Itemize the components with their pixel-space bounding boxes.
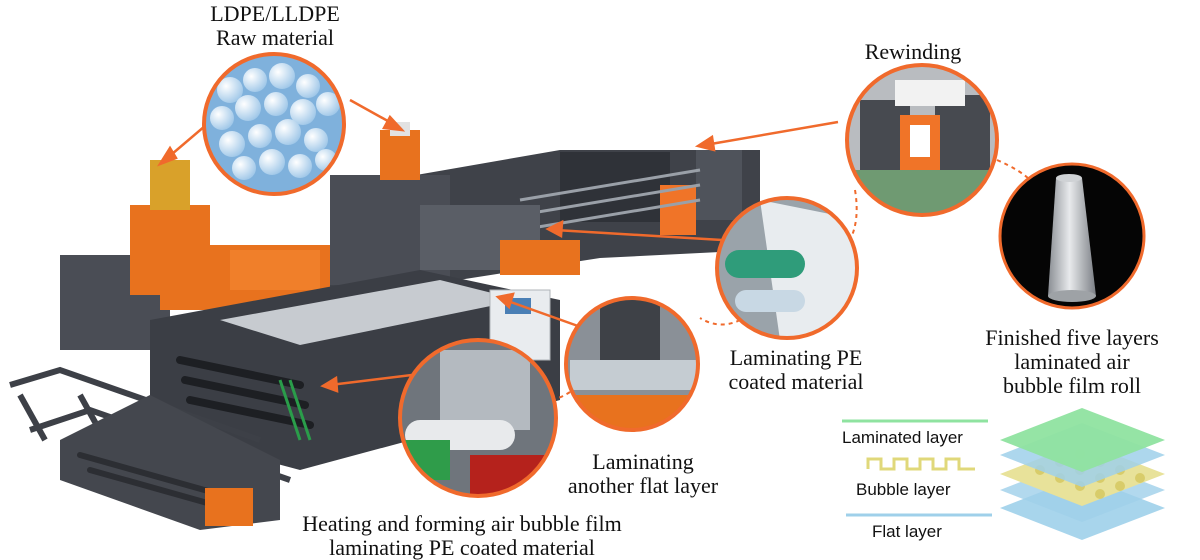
laminating-flat-photo: [564, 296, 700, 432]
laminated-layer-label: Laminated layer: [842, 428, 963, 447]
finished-roll-photo: [998, 162, 1146, 310]
laminating-flat-label: Laminating another flat layer: [567, 449, 719, 498]
bubble-layer-line: [866, 457, 975, 471]
rewinding-photo: [845, 63, 999, 217]
heating-forming-label: Heating and forming air bubble film lami…: [302, 511, 622, 560]
callout-arrows: [156, 98, 839, 393]
pellets-photo: [202, 52, 346, 196]
layer-legend: [842, 408, 1165, 540]
laminating-pe-photo: [715, 196, 859, 340]
bubble-layer-label: Bubble layer: [856, 480, 951, 499]
laminating-pe-label: Laminating PE coated material: [728, 345, 864, 394]
flat-layer-label: Flat layer: [872, 522, 942, 541]
production-line-machine: [9, 122, 760, 530]
heating-forming-photo: [398, 338, 558, 498]
layer-stack-diagram: [1000, 408, 1165, 540]
raw-material-label: LDPE/LLDPE Raw material: [210, 1, 340, 50]
rewinding-label: Rewinding: [864, 39, 962, 64]
finished-roll-label: Finished five layers laminated air bubbl…: [985, 325, 1159, 398]
